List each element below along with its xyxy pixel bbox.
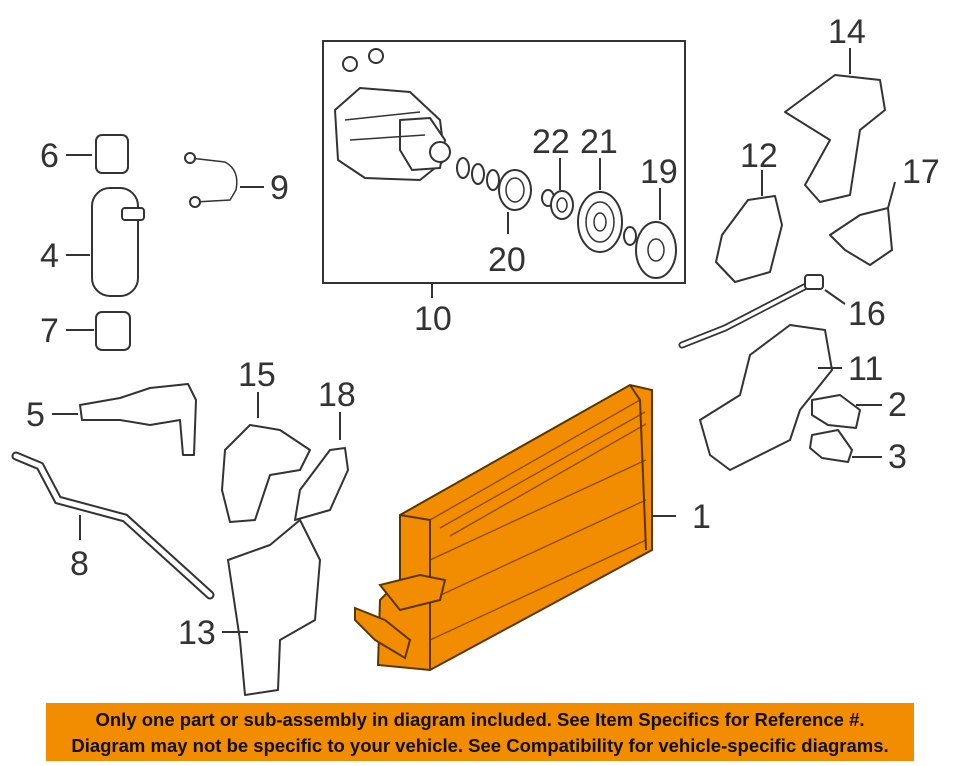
bracket-11 <box>699 324 833 471</box>
bearing <box>550 190 574 220</box>
bracket-18 <box>294 447 349 521</box>
condenser <box>354 383 653 672</box>
clips <box>809 394 861 463</box>
callout-2: 2 <box>888 386 907 424</box>
callout-17: 17 <box>902 153 940 191</box>
tube-16 <box>678 274 824 349</box>
clutch-plate <box>635 221 677 279</box>
callout-11: 11 <box>848 350 883 388</box>
callout-6: 6 <box>40 137 59 175</box>
callout-21: 21 <box>580 123 618 161</box>
callout-14: 14 <box>828 13 866 51</box>
callout-22: 22 <box>532 123 570 161</box>
bracket-17 <box>829 207 893 266</box>
hose-assembly <box>184 152 238 208</box>
accumulator <box>91 134 145 351</box>
compressor-assembly-box <box>322 40 686 284</box>
field-coil <box>498 169 532 211</box>
compressor <box>334 48 451 181</box>
callout-10: 10 <box>414 300 452 338</box>
callout-1: 1 <box>692 498 711 536</box>
callout-9: 9 <box>270 169 289 207</box>
callout-13: 13 <box>178 614 216 652</box>
callout-18: 18 <box>318 376 356 414</box>
disclaimer-banner: Only one part or sub-assembly in diagram… <box>46 703 914 761</box>
callout-19: 19 <box>640 153 678 191</box>
callout-12: 12 <box>740 137 778 175</box>
callout-7: 7 <box>40 312 59 350</box>
callout-3: 3 <box>888 438 907 476</box>
bracket-5 <box>79 383 197 456</box>
callout-4: 4 <box>40 237 59 275</box>
callout-15: 15 <box>238 356 276 394</box>
disclaimer-line-2: Diagram may not be specific to your vehi… <box>71 735 889 756</box>
bracket-14 <box>784 74 886 203</box>
callout-5: 5 <box>26 396 45 434</box>
bracket-12 <box>715 195 783 283</box>
disclaimer-line-1: Only one part or sub-assembly in diagram… <box>95 709 865 730</box>
callout-16: 16 <box>848 295 886 333</box>
bracket-13 <box>227 519 321 696</box>
bracket-15 <box>221 424 311 523</box>
pulley <box>577 191 623 253</box>
callout-20: 20 <box>488 241 526 279</box>
ac-line <box>11 451 215 600</box>
callout-8: 8 <box>70 545 89 583</box>
